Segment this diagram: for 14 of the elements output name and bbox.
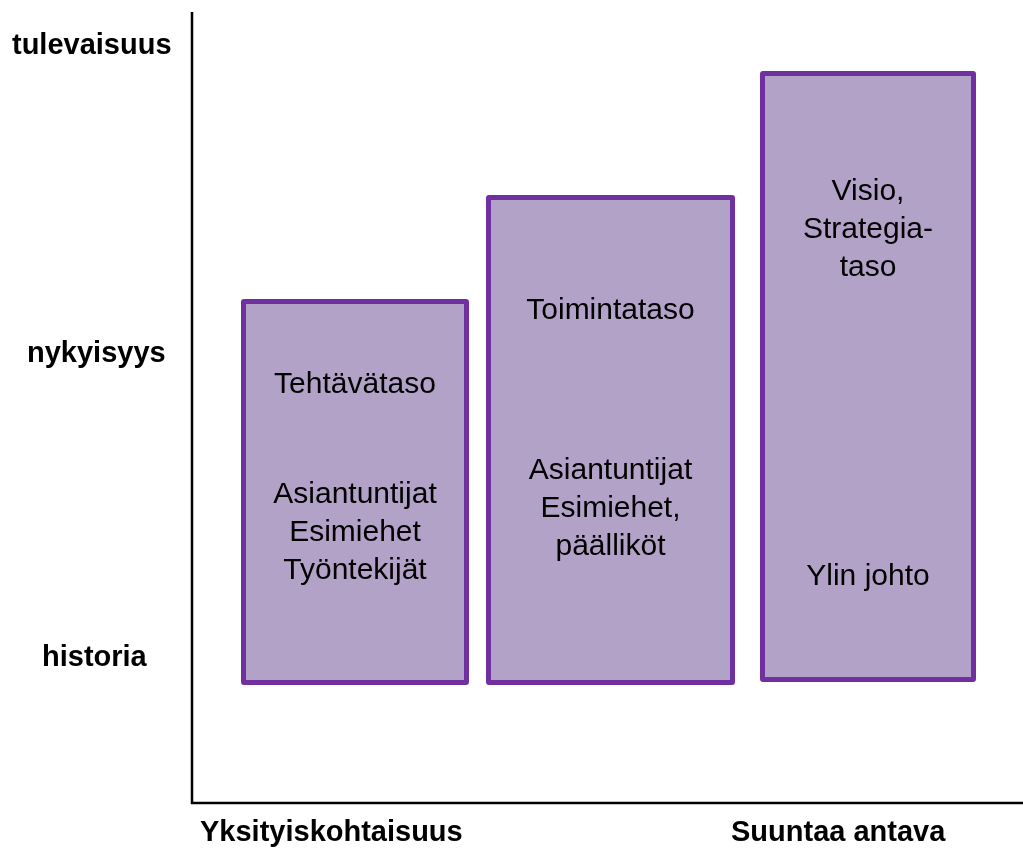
box-text: Tehtävätaso bbox=[274, 365, 436, 401]
axis-label: Suuntaa antava bbox=[731, 815, 946, 848]
level-box bbox=[241, 299, 469, 685]
axis-label: historia bbox=[42, 640, 147, 673]
axis-label: tulevaisuus bbox=[12, 28, 172, 61]
box-text: Toimintataso bbox=[526, 291, 695, 327]
box-text: Visio, Strategia-taso bbox=[802, 172, 934, 284]
box-text: Asiantuntijat Esimiehet Työntekijät bbox=[273, 475, 437, 587]
axis-label: nykyisyys bbox=[27, 336, 166, 369]
level-box bbox=[760, 71, 976, 682]
level-box bbox=[486, 195, 735, 685]
box-text: Asiantuntijat Esimiehet, päälliköt bbox=[528, 451, 693, 563]
axis-label: Yksityiskohtaisuus bbox=[200, 815, 463, 848]
box-text: Ylin johto bbox=[806, 557, 930, 593]
